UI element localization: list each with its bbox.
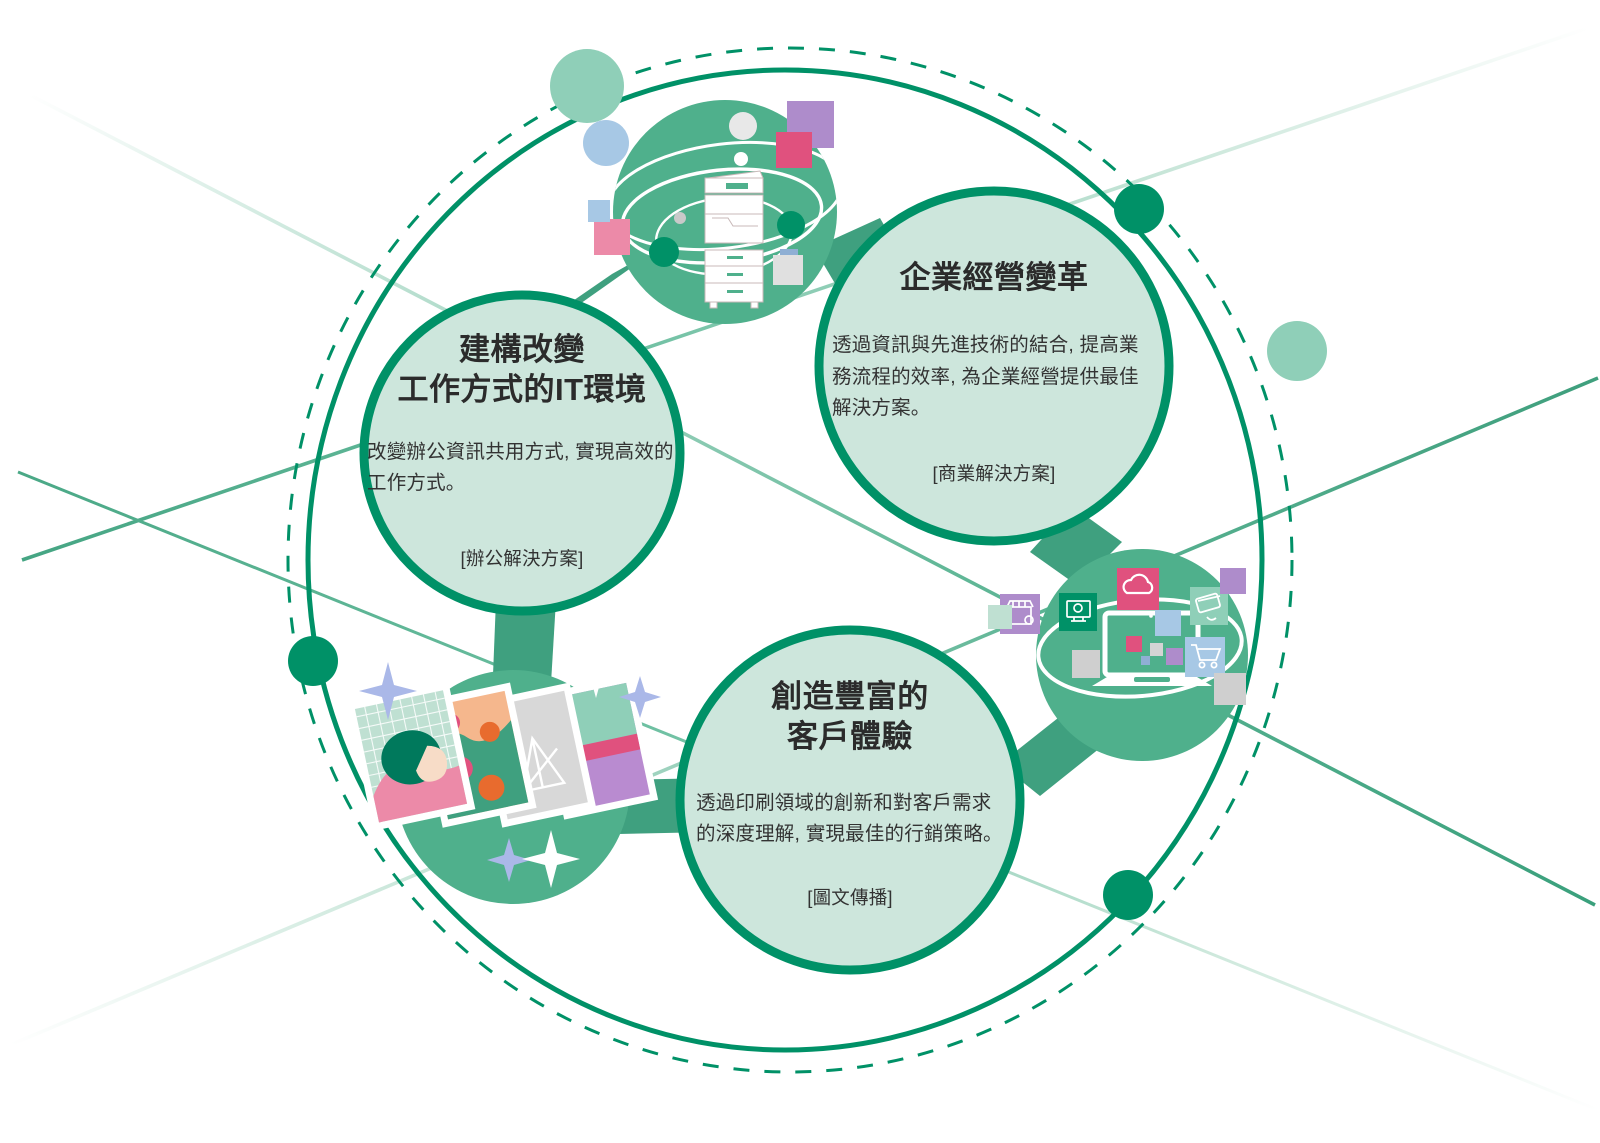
shopping-cart-icon	[1191, 644, 1222, 669]
sparkle-blue-2	[619, 676, 661, 718]
sparkle-blue-1	[359, 662, 417, 720]
ecom-tile-group	[988, 568, 1246, 705]
credit-card-icon	[1195, 592, 1221, 621]
mfp-orbit-dot-green-left	[649, 237, 679, 267]
laptop-icon	[1092, 610, 1212, 686]
mfp-orbit-dot-white	[734, 152, 748, 166]
crossing-line-1	[29, 93, 1596, 907]
sparkle-white-1	[522, 830, 580, 888]
business-card-circle[interactable]	[814, 186, 1174, 546]
mfp-square-grey	[773, 255, 803, 285]
ring-node-dot-left	[288, 636, 338, 686]
pale-dot-top-left	[550, 49, 624, 123]
mfp-orbit-dot-grey	[729, 112, 757, 140]
mfp-square-blue	[588, 200, 610, 222]
outer-dashed-ring	[286, 46, 1294, 1074]
mfp-node	[588, 100, 837, 324]
connector-business-to-ecom	[1030, 506, 1122, 586]
monitor-icon	[1066, 600, 1091, 622]
sparkle-group	[359, 652, 661, 888]
ecom-square-grey-2	[1214, 673, 1246, 705]
ecom-square-blue	[1155, 610, 1181, 636]
ecom-square-grey-1	[1072, 650, 1100, 678]
ring-node-dot-bottom-right	[1103, 870, 1153, 920]
printer-icon	[704, 170, 764, 309]
pale-dot-right	[1267, 321, 1327, 381]
mfp-square-pink-2	[594, 219, 630, 255]
ring-node-dot-top-right	[1114, 184, 1164, 234]
photo-print-stack	[346, 674, 659, 831]
crossing-line-2	[21, 26, 1589, 562]
outer-solid-ring	[305, 67, 1265, 1053]
mfp-orbit-outer	[613, 140, 837, 252]
ecom-node	[988, 549, 1248, 761]
ecom-square-purple-small	[1220, 568, 1246, 594]
ecom-tile-cart-bg	[1185, 637, 1225, 677]
sparkle-blue-3	[487, 838, 531, 882]
blue-dot-top-left	[583, 120, 629, 166]
mfp-orbit-dot-green-right	[777, 211, 805, 239]
mfp-orbit-dot-grey-small	[674, 212, 686, 224]
ecom-square-pale-green	[988, 605, 1012, 629]
sparkle-white-2	[573, 652, 619, 698]
prints-node	[346, 652, 661, 904]
mfp-square-pink	[776, 132, 812, 168]
office-card-circle[interactable]	[359, 290, 685, 616]
cloud-icon	[1122, 573, 1154, 595]
connector-ecom-to-graphic	[1000, 718, 1100, 796]
graphic-card-circle[interactable]	[675, 625, 1025, 975]
